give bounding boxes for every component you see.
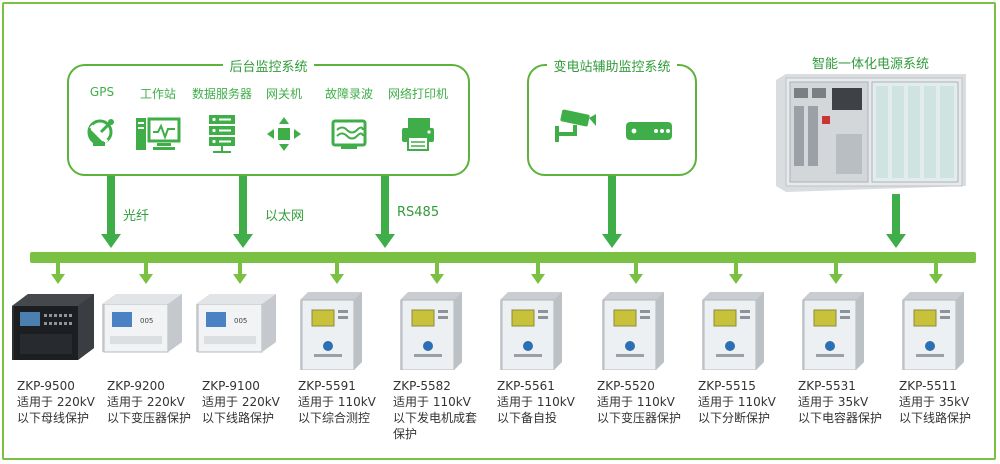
fiber-arrow: [101, 176, 121, 248]
device-desc2: 以下线路保护: [202, 411, 275, 425]
server-icon: [192, 114, 252, 154]
device-model: ZKP-5561: [497, 379, 555, 393]
device-drop-arrow: [233, 263, 247, 284]
data-server-label: 数据服务器: [192, 87, 253, 101]
device-desc2: 以下电容器保护: [798, 411, 883, 425]
fault-recorder-icon: [319, 114, 379, 154]
device-description: ZKP-5511 适用于 35kV 以下线路保护: [899, 378, 971, 426]
device-desc1: 适用于 110kV: [698, 395, 776, 409]
device-drop-arrow: [531, 263, 545, 284]
substation-arrow: [602, 176, 622, 248]
device-model: ZKP-5531: [798, 379, 856, 393]
device-drop-arrow: [629, 263, 643, 284]
device-image-zkp-5515: [702, 292, 764, 374]
satellite-dish-icon: [72, 111, 132, 151]
substation-system-title: 变电站辅助监控系统: [547, 60, 677, 75]
device-desc2: 以下变压器保护: [107, 411, 192, 425]
ethernet-label: 以太网: [265, 209, 305, 224]
controller-box-icon: [625, 121, 673, 145]
gps-item: GPS: [72, 85, 132, 151]
device-description: ZKP-5515 适用于 110kV 以下分断保护: [698, 378, 776, 426]
gps-label: GPS: [89, 85, 115, 99]
device-desc2: 以下发电机成套: [393, 411, 478, 425]
device-drop-arrow: [330, 263, 344, 284]
device-desc1: 适用于 110kV: [597, 395, 675, 409]
device-desc2: 以下分断保护: [698, 411, 771, 425]
device-desc1: 适用于 35kV: [798, 395, 869, 409]
device-description: ZKP-9200 适用于 220kV 以下变压器保护: [107, 378, 191, 426]
printer-icon: [388, 114, 448, 154]
device-desc1: 适用于 35kV: [899, 395, 970, 409]
gateway-label: 网关机: [265, 87, 302, 101]
device-image-zkp-9200: 005: [102, 292, 182, 358]
rs485-label: RS485: [397, 205, 440, 220]
fault-recorder-label: 故障录波: [324, 87, 373, 101]
device-image-zkp-5511: [902, 292, 964, 374]
device-model: ZKP-9500: [17, 379, 75, 393]
backend-system-title: 后台监控系统: [223, 60, 314, 75]
device-description: ZKP-5531 适用于 35kV 以下电容器保护: [798, 378, 882, 426]
device-drop-arrow: [829, 263, 843, 284]
device-drop-arrow: [729, 263, 743, 284]
device-desc1: 适用于 220kV: [202, 395, 280, 409]
device-description: ZKP-5591 适用于 110kV 以下综合测控: [298, 378, 376, 426]
device-desc1: 适用于 110kV: [298, 395, 376, 409]
device-desc2: 以下线路保护: [899, 411, 972, 425]
device-description: ZKP-5582 适用于 110kV 以下发电机成套保护: [393, 378, 477, 442]
device-image-zkp-5520: [602, 292, 664, 374]
device-description: ZKP-5520 适用于 110kV 以下变压器保护: [597, 378, 681, 426]
device-model: ZKP-5582: [393, 379, 451, 393]
rs485-arrow: [375, 176, 395, 248]
workstation-item: 工作站: [128, 85, 188, 154]
device-desc2: 以下变压器保护: [597, 411, 682, 425]
network-printer-item: 网络打印机: [388, 85, 448, 154]
device-description: ZKP-9500 适用于 220kV 以下母线保护: [17, 378, 95, 426]
device-model: ZKP-5511: [899, 379, 957, 393]
power-system-title: 智能一体化电源系统: [812, 57, 930, 72]
camera-icon: [553, 108, 597, 148]
svg-text:005: 005: [234, 317, 247, 325]
svg-text:005: 005: [140, 317, 153, 325]
device-description: ZKP-9100 适用于 220kV 以下线路保护: [202, 378, 280, 426]
device-model: ZKP-9200: [107, 379, 165, 393]
device-desc2: 以下备自投: [497, 411, 558, 425]
data-server-item: 数据服务器: [192, 85, 252, 154]
device-desc3: 保护: [393, 427, 418, 441]
device-desc2: 以下综合测控: [298, 411, 371, 425]
backend-system-box: 后台监控系统 GPS 工作站: [67, 60, 470, 176]
device-image-zkp-5591: [300, 292, 362, 374]
device-drop-arrow: [929, 263, 943, 284]
gateway-item: 网关机: [254, 85, 314, 154]
workstation-icon: [128, 114, 188, 154]
device-image-zkp-9500: [12, 292, 94, 366]
device-drop-arrow: [51, 263, 65, 284]
device-drop-arrow: [430, 263, 444, 284]
device-image-zkp-9100: 005: [196, 292, 276, 358]
substation-system-box: 变电站辅助监控系统: [527, 60, 697, 176]
device-image-zkp-5582: [400, 292, 462, 374]
device-desc1: 适用于 110kV: [393, 395, 471, 409]
ethernet-arrow: [233, 176, 253, 248]
device-image-zkp-5561: [500, 292, 562, 374]
network-printer-label: 网络打印机: [388, 87, 449, 101]
device-desc1: 适用于 110kV: [497, 395, 575, 409]
communication-bus: [30, 252, 976, 263]
device-image-zkp-5531: [802, 292, 864, 374]
fault-recorder-item: 故障录波: [319, 85, 379, 154]
device-description: ZKP-5561 适用于 110kV 以下备自投: [497, 378, 575, 426]
gateway-icon: [254, 114, 314, 154]
device-desc1: 适用于 220kV: [107, 395, 185, 409]
workstation-label: 工作站: [139, 87, 176, 101]
device-model: ZKP-5591: [298, 379, 356, 393]
power-arrow: [886, 194, 906, 248]
device-drop-arrow: [139, 263, 153, 284]
fiber-label: 光纤: [123, 209, 150, 224]
device-model: ZKP-9100: [202, 379, 260, 393]
device-model: ZKP-5515: [698, 379, 756, 393]
device-desc2: 以下母线保护: [17, 411, 90, 425]
device-model: ZKP-5520: [597, 379, 655, 393]
power-cabinet-image: [776, 74, 966, 198]
device-desc1: 适用于 220kV: [17, 395, 95, 409]
